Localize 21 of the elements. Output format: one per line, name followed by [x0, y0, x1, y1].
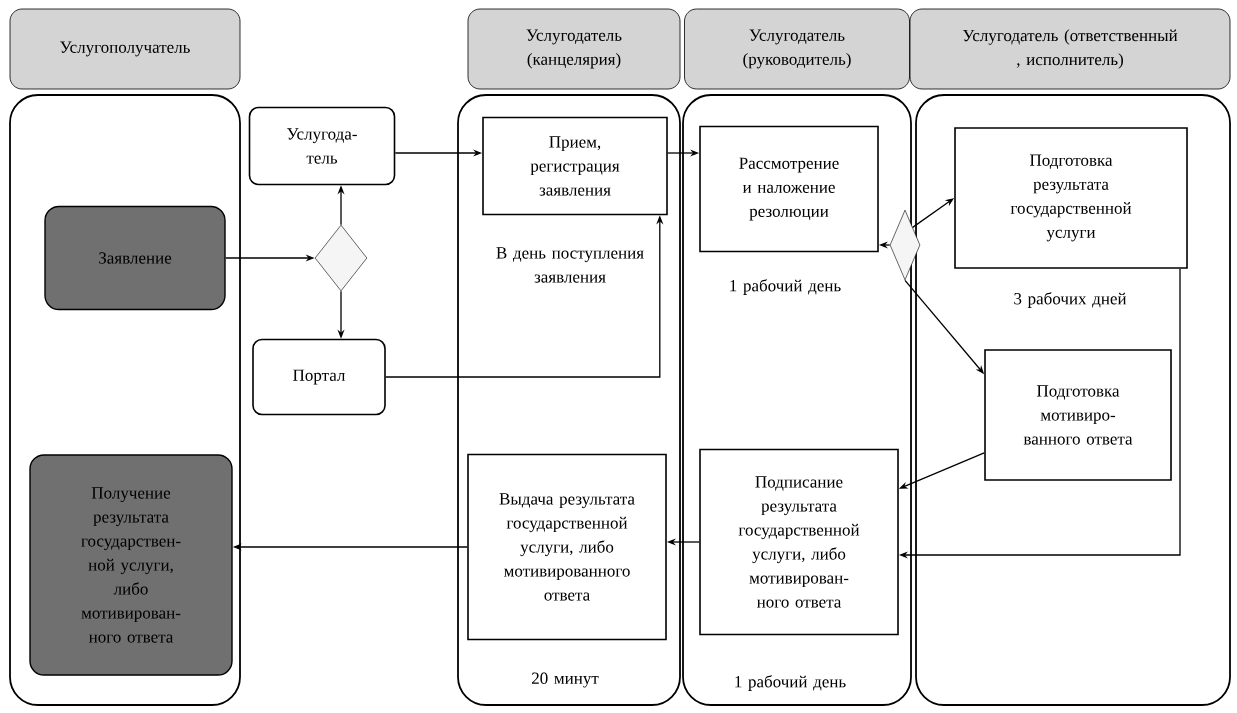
- lane-header: Услугополучатель: [9, 8, 241, 90]
- duration-text: 3 рабочих дней: [1014, 292, 1127, 308]
- process-box: Подготовка результата государственной услуги: [954, 127, 1188, 269]
- process-box: Портал: [252, 338, 386, 416]
- process-box: Услугода-тель: [248, 106, 396, 186]
- decision-diamond: [889, 209, 921, 281]
- lane-header: Услугодатель (руководитель): [684, 8, 910, 90]
- lane-header: Услугодатель (канцелярия): [467, 8, 681, 90]
- process-box: Выдача результата государственной услуги, либо мотивированного ответа: [467, 453, 667, 641]
- duration-text: 1 рабочий день: [730, 279, 841, 295]
- duration-text: В день поступления заявления: [496, 247, 644, 283]
- process-box: Подписание результата государственной услуги, либо мотивирован-ного ответа: [699, 448, 899, 636]
- duration-text: 20 минут: [532, 672, 599, 688]
- process-box: Заявление: [44, 205, 226, 311]
- process-box: Прием, регистрация заявления: [482, 116, 668, 216]
- process-box: Подготовка мотивиро-ванного ответа: [984, 349, 1172, 481]
- process-box: Получение результата государствен-ной услуги, либо мотивирован-ного ответа: [29, 454, 233, 676]
- lane-header: Услугодатель (ответственный , исполнитель): [909, 8, 1231, 90]
- duration-text: 1 рабочий день: [735, 675, 846, 691]
- process-box: Рассмотрение и наложение резолюции: [699, 125, 879, 253]
- decision-diamond: [314, 224, 368, 292]
